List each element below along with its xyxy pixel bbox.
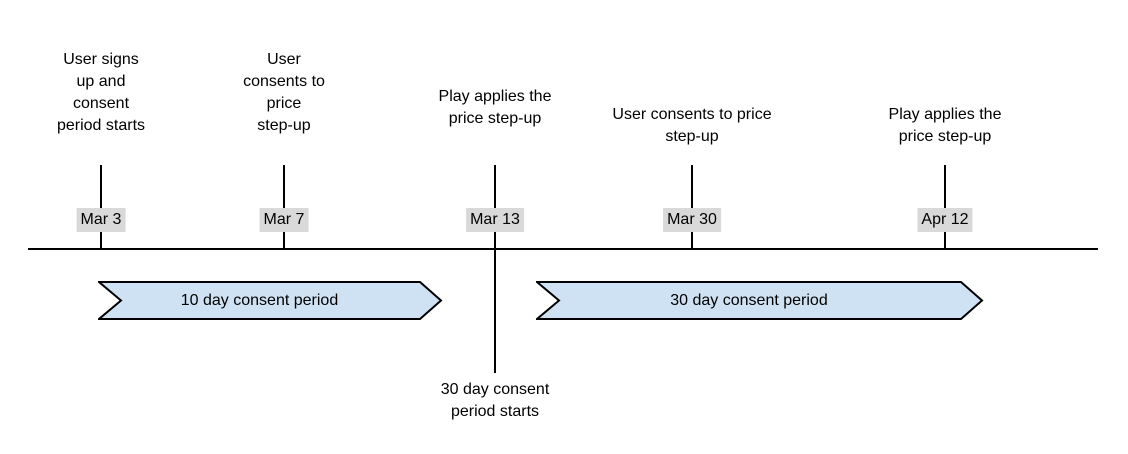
date-chip-apr-12: Apr 12 (917, 208, 973, 232)
banner-10-day-label: 10 day consent period (180, 291, 339, 309)
annotation-30-day-period-starts: 30 day consent period starts (440, 381, 550, 420)
timeline-axis (28, 248, 1098, 250)
tick-mar-13-extended (494, 165, 496, 373)
banner-30-day-label: 30 day consent period (670, 291, 828, 309)
date-chip-mar-30: Mar 30 (663, 208, 721, 232)
event-label-consent-2: User consents to price step-up (612, 106, 772, 145)
event-label-consent-1: User consents to price step-up (243, 51, 325, 134)
date-chip-mar-13: Mar 13 (466, 208, 524, 232)
banner-arrow-shape (98, 281, 443, 320)
banner-10-day-consent-period: 10 day consent period (98, 281, 443, 320)
event-label-signup: User signs up and consent period starts (56, 51, 146, 134)
event-label-apply-1: Play applies the price step-up (438, 88, 552, 127)
banner-arrow-shape (536, 281, 984, 320)
date-chip-mar-7: Mar 7 (259, 208, 309, 232)
date-chip-mar-3: Mar 3 (76, 208, 126, 232)
tick-mar-7 (283, 165, 285, 250)
tick-mar-3 (100, 165, 102, 250)
event-label-apply-2: Play applies the price step-up (888, 106, 1002, 145)
tick-apr-12 (944, 165, 946, 250)
tick-mar-30 (691, 165, 693, 250)
banner-30-day-consent-period: 30 day consent period (536, 281, 984, 320)
